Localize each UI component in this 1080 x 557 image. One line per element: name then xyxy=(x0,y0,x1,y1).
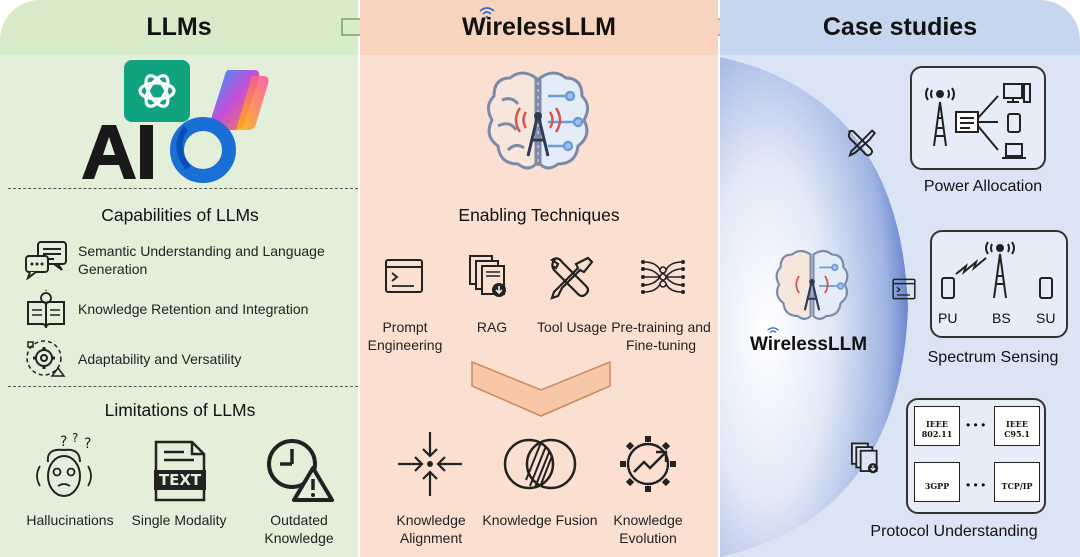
capability-knowledge: Knowledge Retention and Integration xyxy=(78,301,309,317)
cases-title: Case studies xyxy=(822,13,978,41)
neural-network-icon xyxy=(641,260,685,294)
technique-pretraining: Pre-training and Fine-tuning xyxy=(611,319,711,353)
chat-bubbles-icon xyxy=(25,241,67,280)
techniques-title: Enabling Techniques xyxy=(458,205,620,225)
terminal-icon xyxy=(892,278,916,300)
meta-logo-icon xyxy=(170,117,236,183)
spectrum-diagram-icon xyxy=(941,241,1053,299)
anthropic-logo-icon xyxy=(82,125,153,179)
fusion-circles-icon xyxy=(503,438,577,490)
svg-text:?: ? xyxy=(84,436,91,452)
power-diagram-icon xyxy=(925,83,1031,159)
cases-column: Case studies WirelessL xyxy=(720,0,1080,557)
tools-icon xyxy=(847,129,876,158)
wireless-brain-icon xyxy=(487,71,589,170)
doc-ieee-80211: IEEE 802.11 xyxy=(914,406,960,446)
outcome-evolution: Knowledge Evolution xyxy=(613,512,683,546)
column-divider xyxy=(358,55,360,557)
evolution-gear-icon xyxy=(620,436,676,492)
chevron-down-icon xyxy=(471,360,611,417)
capability-adaptability: Adaptability and Versatility xyxy=(78,351,242,367)
chatgpt-logo-icon xyxy=(124,60,190,122)
tool-wrench-screwdriver-icon xyxy=(550,256,594,300)
limitation-single-modality: Single Modality xyxy=(131,512,227,528)
spectrum-bs-label: BS xyxy=(992,310,1011,326)
llms-title: LLMs xyxy=(146,13,212,41)
column-divider xyxy=(718,55,720,557)
case-wifi-icon xyxy=(767,327,779,334)
wireless-header: WirelessLLM xyxy=(360,0,718,55)
limitation-outdated: Outdated Knowledge xyxy=(264,512,334,546)
study-power-allocation: Power Allocation xyxy=(923,178,1043,195)
technique-rag: RAG xyxy=(476,319,508,335)
spectrum-sensing-box: PU BS SU xyxy=(930,230,1068,338)
case-brain-icon xyxy=(775,249,849,320)
doc-tcp-ip: TCP/IP xyxy=(994,462,1040,502)
section-divider xyxy=(8,188,358,189)
rag-documents-icon xyxy=(469,255,506,297)
prompt-terminal-icon xyxy=(385,259,423,293)
llms-header: LLMs xyxy=(0,0,358,55)
svg-text:?: ? xyxy=(72,432,78,445)
study-spectrum-sensing: Spectrum Sensing xyxy=(927,349,1059,366)
limitation-hallucinations: Hallucinations xyxy=(26,512,114,528)
technique-prompt: Prompt Engineering xyxy=(367,319,443,353)
study-protocol-understanding: Protocol Understanding xyxy=(870,523,1038,540)
text-document-icon: TEXT xyxy=(154,440,206,502)
spectrum-pu-label: PU xyxy=(938,310,958,326)
spectrum-su-label: SU xyxy=(1036,310,1056,326)
llms-column: LLMs xyxy=(0,0,358,557)
outcome-alignment: Knowledge Alignment xyxy=(396,512,466,546)
book-lightbulb-icon xyxy=(27,290,65,329)
case-center-label: WirelessLLM xyxy=(750,334,868,355)
technique-tool-usage: Tool Usage xyxy=(536,319,608,335)
text-icon-label: TEXT xyxy=(159,471,202,489)
outcome-fusion: Knowledge Fusion xyxy=(482,512,598,528)
ellipsis-top: • • • xyxy=(966,418,986,432)
adaptability-gear-icon xyxy=(26,340,66,377)
cases-header: Case studies xyxy=(720,0,1080,55)
doc-3gpp: 3GPP xyxy=(914,462,960,502)
copilot-logo-icon xyxy=(209,70,269,130)
protocol-understanding-box: IEEE 802.11 • • • IEEE C95.1 3GPP • • • … xyxy=(906,398,1046,514)
documents-download-icon xyxy=(851,442,879,474)
power-allocation-box xyxy=(910,66,1046,170)
alignment-arrows-icon xyxy=(398,432,462,496)
doc-ieee-c951: IEEE C95.1 xyxy=(994,406,1040,446)
limitations-title: Limitations of LLMs xyxy=(104,400,256,420)
svg-text:?: ? xyxy=(60,434,67,450)
capabilities-title: Capabilities of LLMs xyxy=(101,205,259,225)
hallucination-face-icon: ? ? ? xyxy=(36,432,92,497)
capability-semantic: Semantic Understanding and Language Gene… xyxy=(78,243,325,277)
section-divider xyxy=(8,386,358,387)
wireless-column: WirelessLLM Enabling Techniques xyxy=(360,0,718,557)
ellipsis-bottom: • • • xyxy=(966,478,986,492)
clock-warning-icon xyxy=(267,439,334,502)
wifi-icon xyxy=(479,7,495,18)
